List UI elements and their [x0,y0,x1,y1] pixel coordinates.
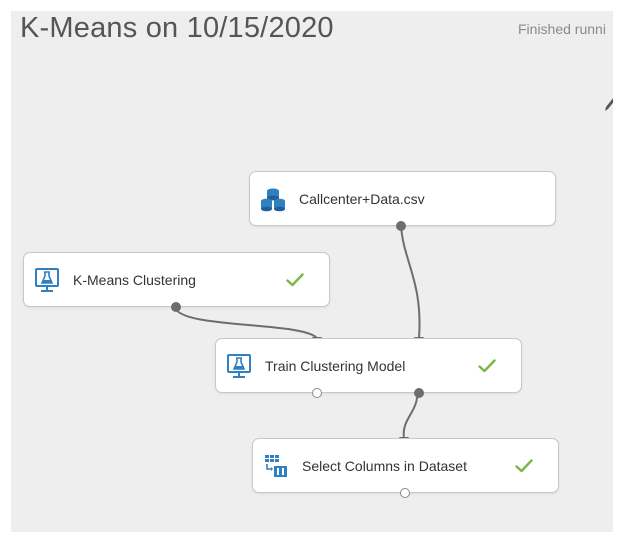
module-label: Train Clustering Model [265,357,406,374]
output-port-trained-model[interactable] [312,388,322,398]
module-label: K-Means Clustering [73,271,196,288]
pencil-icon[interactable] [604,97,613,111]
checkmark-icon [286,272,304,286]
module-kmeans-clustering[interactable]: K-Means Clustering [23,252,330,312]
checkmark-icon [515,458,533,472]
database-icon [261,188,285,211]
run-status-text: Finished runni [518,21,606,37]
module-select-columns[interactable]: Select Columns in Dataset [252,438,559,498]
flask-monitor-icon [227,353,251,378]
module-label: Select Columns in Dataset [302,457,467,474]
module-label: Callcenter+Data.csv [299,190,425,207]
module-callcenter-dataset[interactable]: Callcenter+Data.csv [249,171,556,231]
output-port-assignments[interactable] [414,388,424,398]
checkmark-icon [478,358,496,372]
experiment-title: K-Means on 10/15/2020 [20,12,334,44]
experiment-canvas[interactable]: K-Means on 10/15/2020 Finished runni Cal… [11,11,613,532]
module-train-clustering-model[interactable]: Train Clustering Model [215,338,522,398]
output-port-results[interactable] [400,488,410,498]
wire-dataset-to-train [400,224,421,339]
wire-kmeans-to-train [174,306,318,339]
wire-train-to-select [402,391,419,439]
output-port[interactable] [396,221,406,231]
flask-monitor-icon [35,267,59,292]
output-port[interactable] [171,302,181,312]
table-columns-icon [265,454,287,477]
